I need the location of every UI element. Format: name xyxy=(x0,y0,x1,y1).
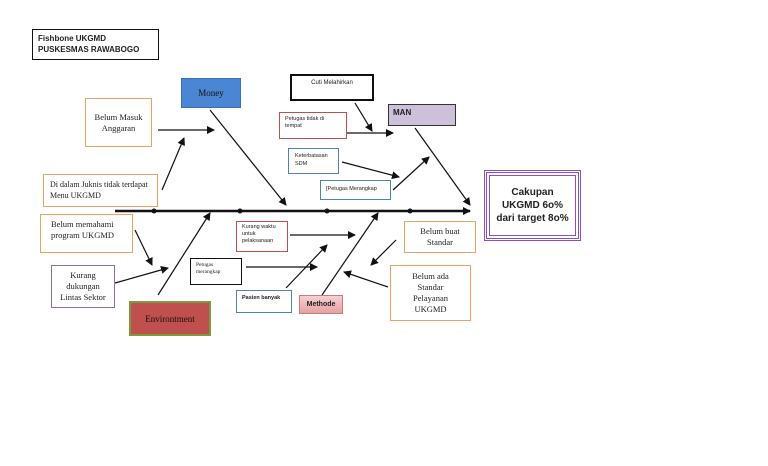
category-methode: Methode xyxy=(299,295,343,314)
cause-petugas-merangkap-env-text: Petugas merangkap xyxy=(196,262,221,275)
cause-pasien-banyak: Pasien banyak xyxy=(236,290,292,313)
category-methode-label: Methode xyxy=(306,301,336,308)
cause-keterbatasan-sdm-text: Keterbatasan SDM xyxy=(295,153,328,167)
cause-belum-ada-standar: Belum ada Standar Pelayanan UKGMD xyxy=(390,265,471,321)
cause-belum-buat-standar-text: Belum buat Standar xyxy=(420,226,460,247)
cause-cuti-melahirkan-text: Cuti Melahirkan xyxy=(311,80,353,86)
cause-belum-masuk-anggaran-text: Belum Masuk Anggaran xyxy=(94,111,143,133)
cause-belum-masuk-anggaran: Belum Masuk Anggaran xyxy=(85,98,152,147)
cause-petugas-merangkap-env: Petugas merangkap xyxy=(190,258,242,285)
cause-petugas-tidak-di-tempat-text: Petugas tidak di tempat xyxy=(285,116,325,129)
diagram-title: Fishbone UKGMD PUSKESMAS RAWABOGO xyxy=(32,29,159,60)
category-environment: Environtment xyxy=(129,301,211,336)
category-money-label: Money xyxy=(198,88,224,98)
cause-petugas-merangkap-man: [Petugas Merangkap xyxy=(320,180,391,200)
cause-juknis: Di dalam Juknis tidak terdapat Menu UKGM… xyxy=(43,174,158,207)
category-man-label: MAN xyxy=(393,108,412,117)
effect-box: Cakupan UKGMD 6o% dari target 8o% xyxy=(484,170,581,241)
cause-kurang-waktu-text: Kurang waktu untuk pelaksanaan xyxy=(242,224,276,244)
category-man: MAN xyxy=(388,104,456,126)
cause-kurang-dukungan: Kurang dukungan Lintas Sektor xyxy=(51,265,115,308)
cause-belum-memahami-text: Belum memahami program UKGMD xyxy=(51,219,115,240)
cause-kurang-waktu: Kurang waktu untuk pelaksanaan xyxy=(236,221,288,252)
cause-kurang-dukungan-text: Kurang dukungan Lintas Sektor xyxy=(60,270,106,302)
cause-belum-buat-standar: Belum buat Standar xyxy=(404,221,476,253)
effect-line-1: Cakupan xyxy=(511,187,554,198)
cause-belum-ada-standar-text: Belum ada Standar Pelayanan UKGMD xyxy=(412,271,449,314)
cause-petugas-merangkap-man-text: [Petugas Merangkap xyxy=(326,186,377,192)
cause-juknis-text: Di dalam Juknis tidak terdapat Menu UKGM… xyxy=(50,180,148,200)
category-money: Money xyxy=(181,78,241,108)
title-line-2: PUSKESMAS RAWABOGO xyxy=(38,45,140,54)
cause-keterbatasan-sdm: Keterbatasan SDM xyxy=(288,148,339,174)
effect-line-3: dari target 8o% xyxy=(496,213,569,224)
effect-line-2: UKGMD 6o% xyxy=(501,200,564,211)
cause-belum-memahami: Belum memahami program UKGMD xyxy=(40,214,133,253)
cause-petugas-tidak-di-tempat: Petugas tidak di tempat xyxy=(279,112,347,139)
title-line-1: Fishbone UKGMD xyxy=(38,34,106,43)
cause-pasien-banyak-text: Pasien banyak xyxy=(242,295,281,301)
cause-cuti-melahirkan: Cuti Melahirkan xyxy=(290,74,374,101)
category-environment-label: Environtment xyxy=(145,313,195,324)
